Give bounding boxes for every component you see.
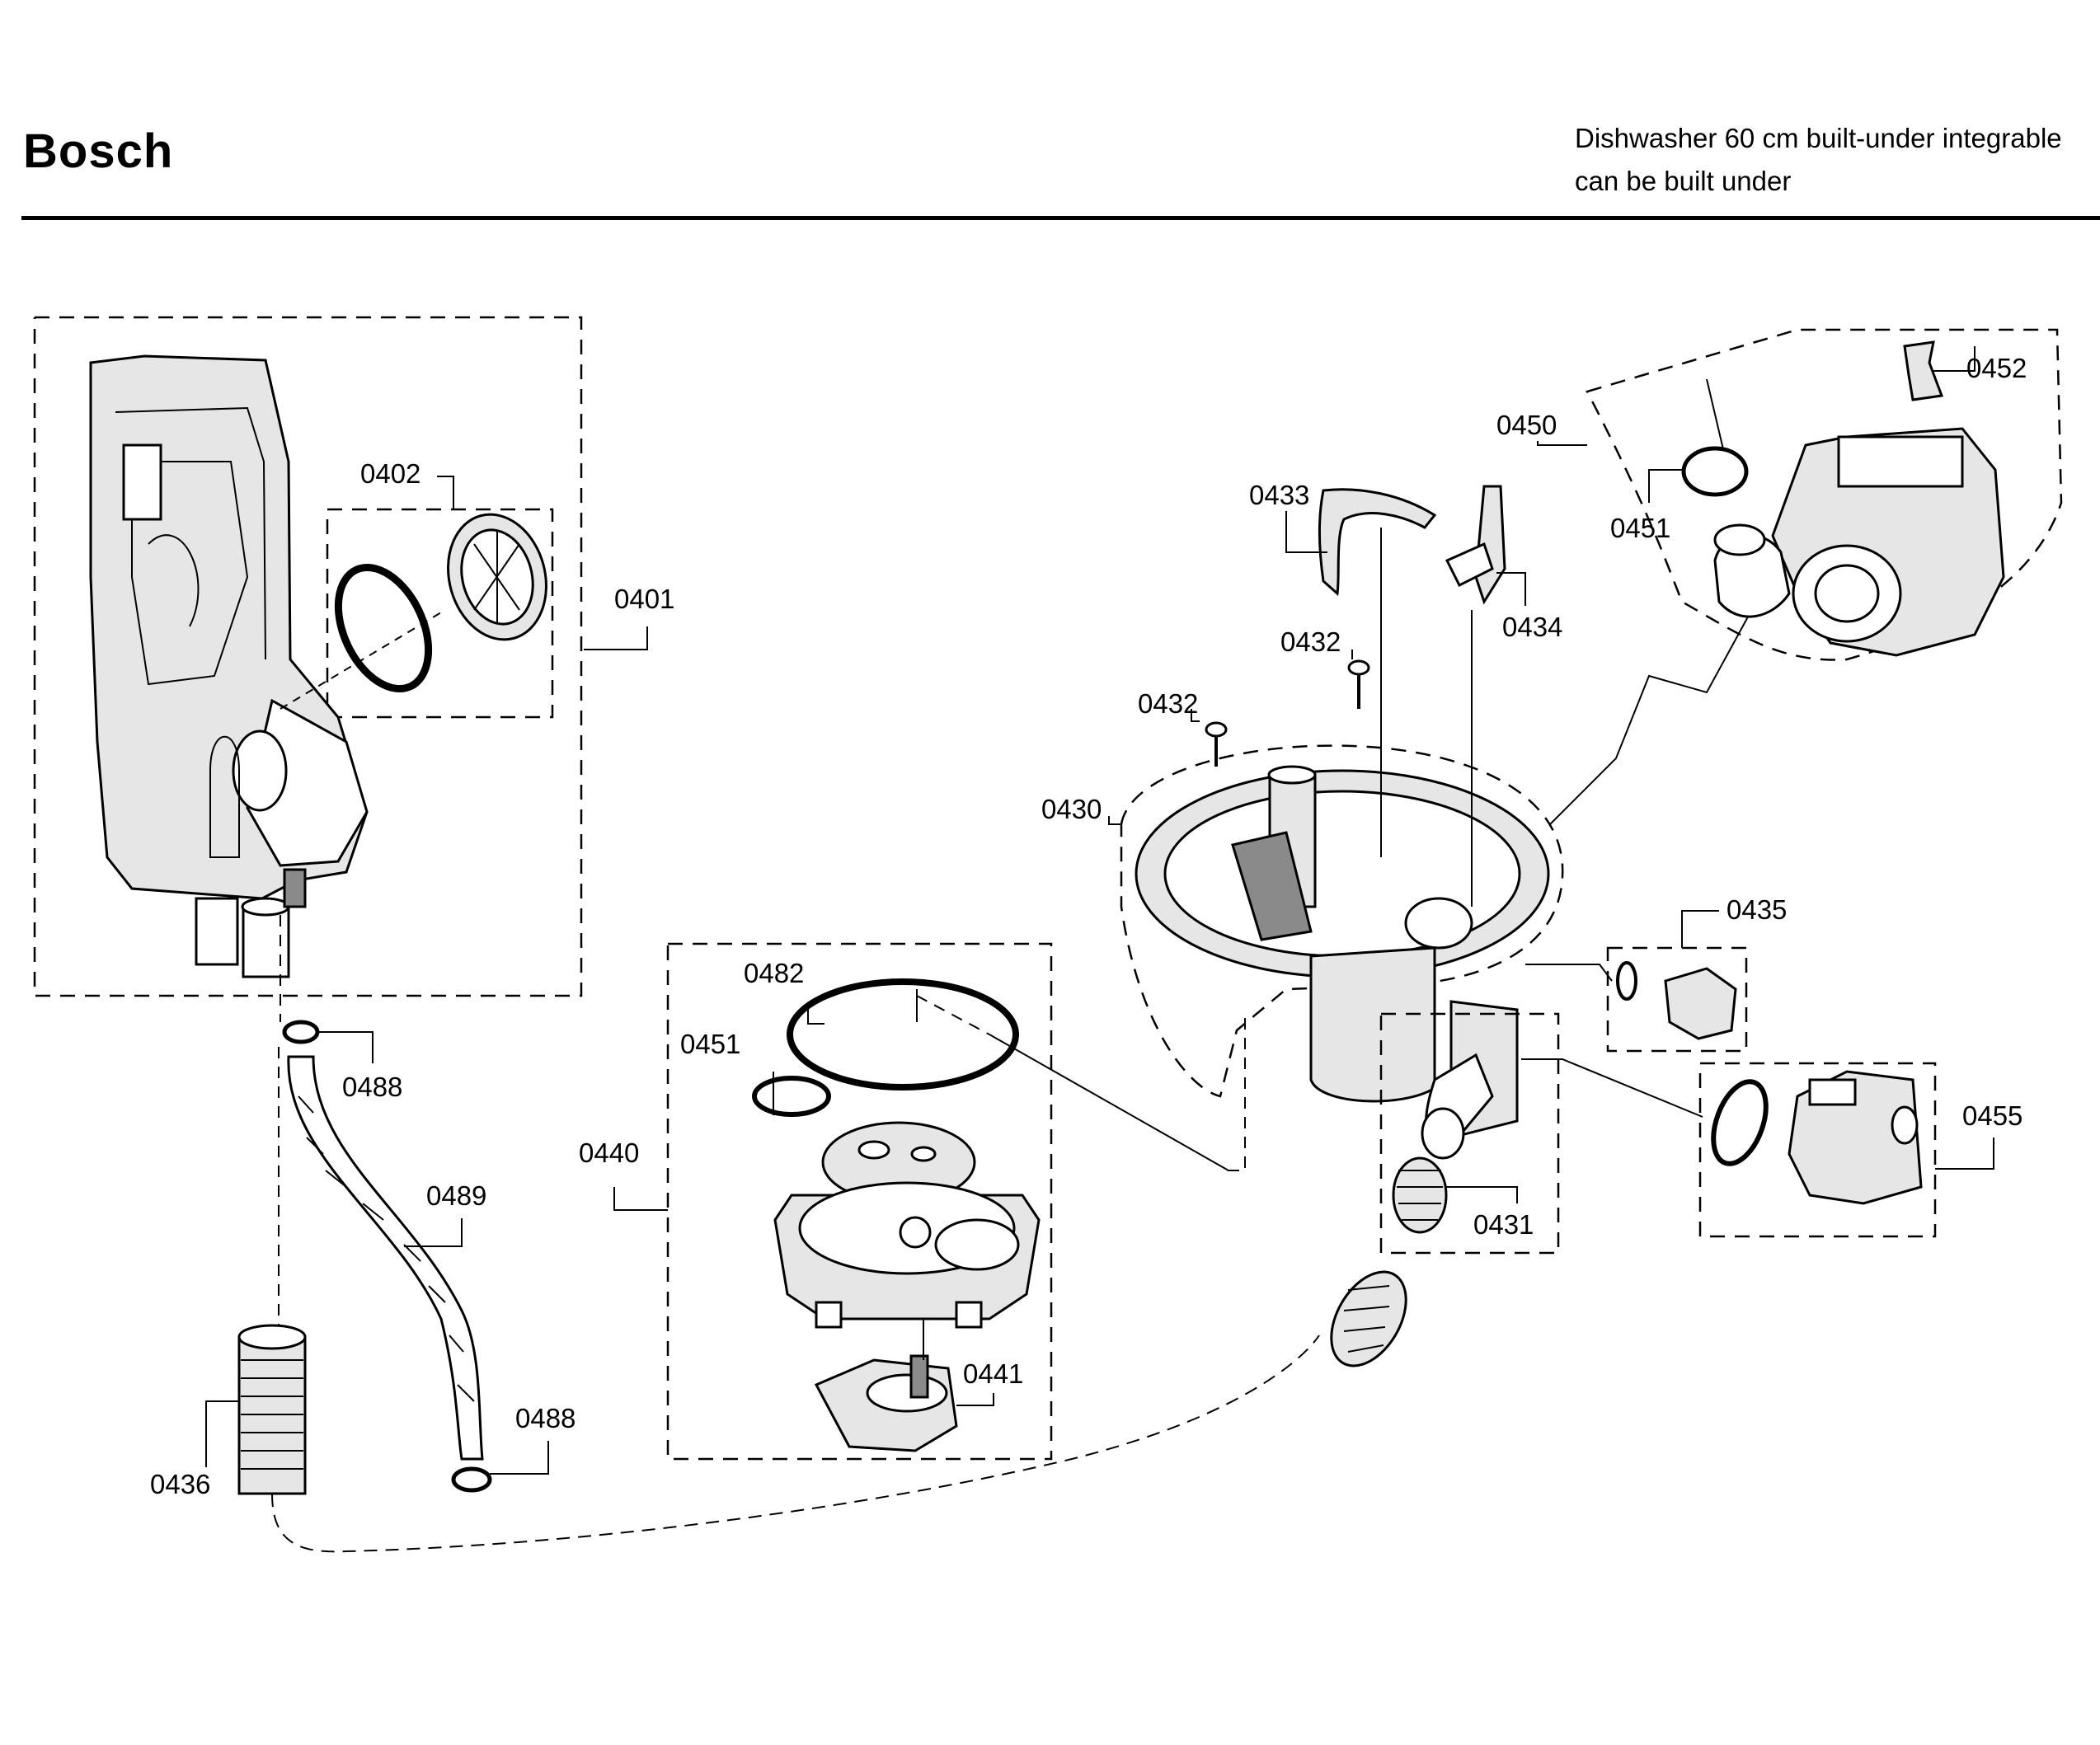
- seal-ring-0482[interactable]: [787, 978, 1019, 1091]
- drain-connector-0436[interactable]: [237, 1324, 307, 1495]
- circulation-heat-pump[interactable]: [1713, 427, 2005, 657]
- label-0430: 0430: [1041, 794, 1102, 824]
- holder-0434[interactable]: [1445, 485, 1506, 605]
- page-header: Bosch Dishwasher 60 cm built-under integ…: [0, 0, 2100, 223]
- label-0435: 0435: [1727, 894, 1787, 925]
- header-rule: [21, 216, 2100, 220]
- label-0440: 0440: [579, 1138, 639, 1168]
- sensor-0435[interactable]: [1616, 961, 1737, 1040]
- label-0432-right: 0432: [1280, 626, 1341, 657]
- label-0401: 0401: [614, 584, 674, 614]
- label-0434: 0434: [1502, 612, 1562, 642]
- group-0455: [1698, 1062, 1994, 1238]
- label-0482: 0482: [744, 958, 804, 988]
- hose-clamp-0451-pump[interactable]: [1681, 446, 1749, 497]
- group-0440: [613, 942, 1053, 1461]
- label-0441: 0441: [963, 1358, 1023, 1389]
- label-0455: 0455: [1962, 1100, 2022, 1131]
- group-0450: [1537, 328, 2063, 825]
- label-0436: 0436: [150, 1469, 210, 1499]
- label-0451-pump: 0451: [1610, 513, 1670, 543]
- group-0401: [33, 316, 648, 1022]
- seal-ring-0402[interactable]: [321, 553, 447, 703]
- hose-clip-0488-bottom[interactable]: [451, 1466, 492, 1493]
- label-0431: 0431: [1473, 1209, 1534, 1240]
- hose-clamp-0451[interactable]: [752, 1076, 831, 1117]
- label-0402: 0402: [360, 458, 420, 489]
- mount-0452[interactable]: [1903, 340, 1944, 401]
- screw-0432-right[interactable]: [1347, 659, 1370, 709]
- label-0432-left: 0432: [1138, 688, 1198, 719]
- label-0450: 0450: [1496, 410, 1557, 440]
- group-0431: [1379, 1012, 1560, 1255]
- label-0488-bottom: 0488: [515, 1403, 576, 1433]
- clip-0433[interactable]: [1318, 488, 1437, 596]
- hose-0489[interactable]: [287, 1055, 484, 1461]
- group-0435: [1606, 946, 1748, 1053]
- label-0488-top: 0488: [342, 1072, 402, 1102]
- group-0430: [989, 744, 1564, 1378]
- brand-title: Bosch: [23, 124, 174, 178]
- label-0433: 0433: [1249, 480, 1309, 510]
- label-0452: 0452: [1966, 353, 2027, 383]
- drain-pump-0455[interactable]: [1703, 1070, 1923, 1205]
- heating-pump-base[interactable]: [773, 1121, 1041, 1329]
- sump-housing[interactable]: [1135, 765, 1550, 1160]
- drain-pump-insert[interactable]: [1316, 1259, 1421, 1378]
- model-description-line1: Dishwasher 60 cm built-under integrable: [1575, 123, 2062, 153]
- softener-housing[interactable]: [89, 354, 369, 978]
- label-0451-filter: 0451: [680, 1029, 740, 1059]
- cover-cap-0402[interactable]: [435, 504, 560, 651]
- check-valve-0431[interactable]: [1392, 1156, 1448, 1234]
- hose-clip-0488-top[interactable]: [282, 1020, 320, 1044]
- screw-0432-left[interactable]: [1205, 721, 1228, 767]
- model-description-line2: can be built under: [1575, 166, 1792, 196]
- actuator-motor-0441[interactable]: [814, 1354, 958, 1452]
- model-description: Dishwasher 60 cm built-under integrable …: [1575, 117, 2062, 203]
- label-0489: 0489: [426, 1180, 486, 1211]
